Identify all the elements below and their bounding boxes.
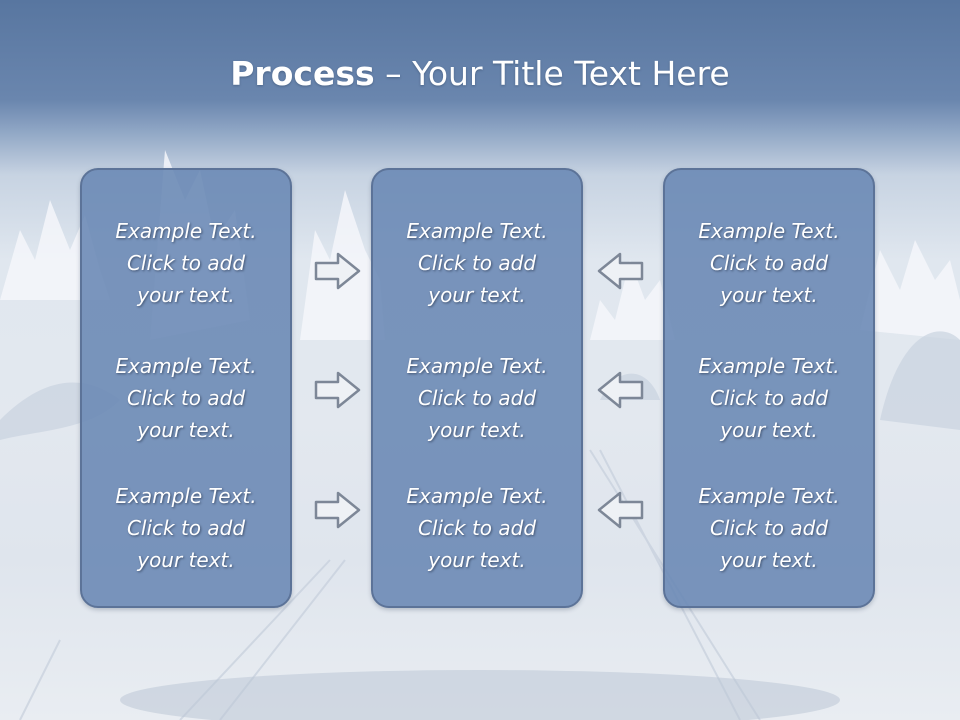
right-arrow-icon: [314, 371, 361, 409]
right-arrow-icon: [314, 491, 361, 529]
panel-text-item[interactable]: Example Text. Click to add your text.: [115, 484, 257, 572]
right-arrow-icon: [314, 252, 361, 290]
process-panel-left[interactable]: Example Text. Click to add your text. Ex…: [80, 168, 292, 608]
slide-title[interactable]: Process – Your Title Text Here: [0, 52, 960, 96]
title-bold-word: Process: [230, 54, 375, 93]
panel-text-item[interactable]: Example Text. Click to add your text.: [406, 354, 548, 442]
panel-text-item[interactable]: Example Text. Click to add your text.: [406, 484, 548, 572]
title-rest: – Your Title Text Here: [374, 54, 730, 93]
panel-text-item[interactable]: Example Text. Click to add your text.: [698, 484, 840, 572]
panel-text-item[interactable]: Example Text. Click to add your text.: [115, 219, 257, 307]
process-panel-center[interactable]: Example Text. Click to add your text. Ex…: [371, 168, 583, 608]
panel-text-item[interactable]: Example Text. Click to add your text.: [698, 354, 840, 442]
left-arrow-icon: [597, 371, 644, 409]
panel-text-item[interactable]: Example Text. Click to add your text.: [406, 219, 548, 307]
left-arrow-icon: [597, 252, 644, 290]
left-arrow-icon: [597, 491, 644, 529]
panel-text-item[interactable]: Example Text. Click to add your text.: [698, 219, 840, 307]
process-panel-right[interactable]: Example Text. Click to add your text. Ex…: [663, 168, 875, 608]
panel-text-item[interactable]: Example Text. Click to add your text.: [115, 354, 257, 442]
